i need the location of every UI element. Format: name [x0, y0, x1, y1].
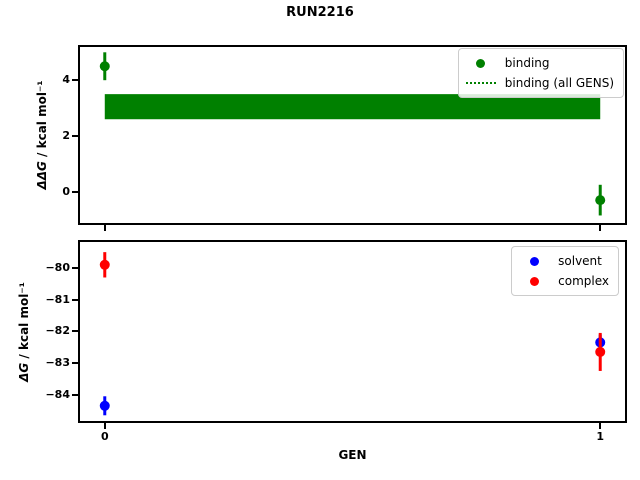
binding-data-point: [595, 195, 606, 206]
y-tick-label: 4: [62, 73, 70, 87]
bottom-plot-canvas: [99, 252, 606, 416]
x-tick-mark: [599, 225, 602, 231]
x-tick-mark: [103, 423, 106, 429]
complex-data-point: [99, 259, 110, 270]
top-y-axis-units: / kcal mol⁻¹: [35, 80, 49, 162]
circle-marker-icon: [476, 58, 486, 68]
y-tick-mark: [72, 190, 78, 193]
legend-item-binding: binding: [465, 53, 614, 73]
legend-item-complex: complex: [518, 271, 609, 291]
x-tick-mark: [599, 423, 602, 429]
binding-all-gens-marker-icon: [465, 82, 497, 84]
dotted-line-icon: [465, 82, 496, 84]
binding-marker-icon: [465, 58, 497, 68]
figure-title: RUN2216: [286, 5, 354, 20]
circle-marker-icon: [529, 256, 539, 266]
legend-item-binding-all-gens: binding (all GENS): [465, 73, 614, 93]
y-tick-mark: [72, 330, 78, 333]
legend-label: binding: [504, 56, 550, 70]
bottom-plot-legend: solvent complex: [511, 246, 619, 296]
complex-marker-icon: [518, 276, 550, 286]
solvent-data-point: [99, 400, 110, 411]
y-tick-mark: [72, 298, 78, 301]
x-axis-label: GEN: [338, 448, 367, 462]
mean-band: [104, 94, 601, 120]
bottom-plot-frame: [78, 240, 627, 423]
solvent-marker-icon: [518, 256, 550, 266]
top-plot-frame: [78, 45, 627, 225]
y-tick-mark: [72, 393, 78, 396]
complex-data-point: [595, 346, 606, 357]
y-tick-label: −81: [45, 292, 70, 306]
y-tick-label: −82: [45, 324, 70, 338]
circle-marker-icon: [529, 276, 539, 286]
y-tick-label: −80: [45, 260, 70, 274]
legend-item-solvent: solvent: [518, 251, 609, 271]
y-tick-label: 0: [62, 184, 70, 198]
legend-label: complex: [558, 274, 609, 288]
y-tick-mark: [72, 79, 78, 82]
y-tick-mark: [72, 362, 78, 365]
y-tick-mark: [72, 266, 78, 269]
top-plot-legend: binding binding (all GENS): [457, 48, 624, 98]
x-tick-label: 1: [596, 430, 605, 443]
y-tick-label: 2: [62, 128, 70, 142]
legend-label: solvent: [558, 254, 602, 268]
top-plot-canvas: [99, 52, 606, 216]
x-tick-mark: [103, 225, 106, 231]
y-tick-label: −83: [45, 356, 70, 370]
binding-data-point: [99, 61, 110, 72]
y-tick-label: −84: [45, 387, 70, 401]
y-tick-mark: [72, 134, 78, 137]
x-tick-label: 0: [100, 430, 109, 443]
legend-label: binding (all GENS): [504, 76, 614, 90]
